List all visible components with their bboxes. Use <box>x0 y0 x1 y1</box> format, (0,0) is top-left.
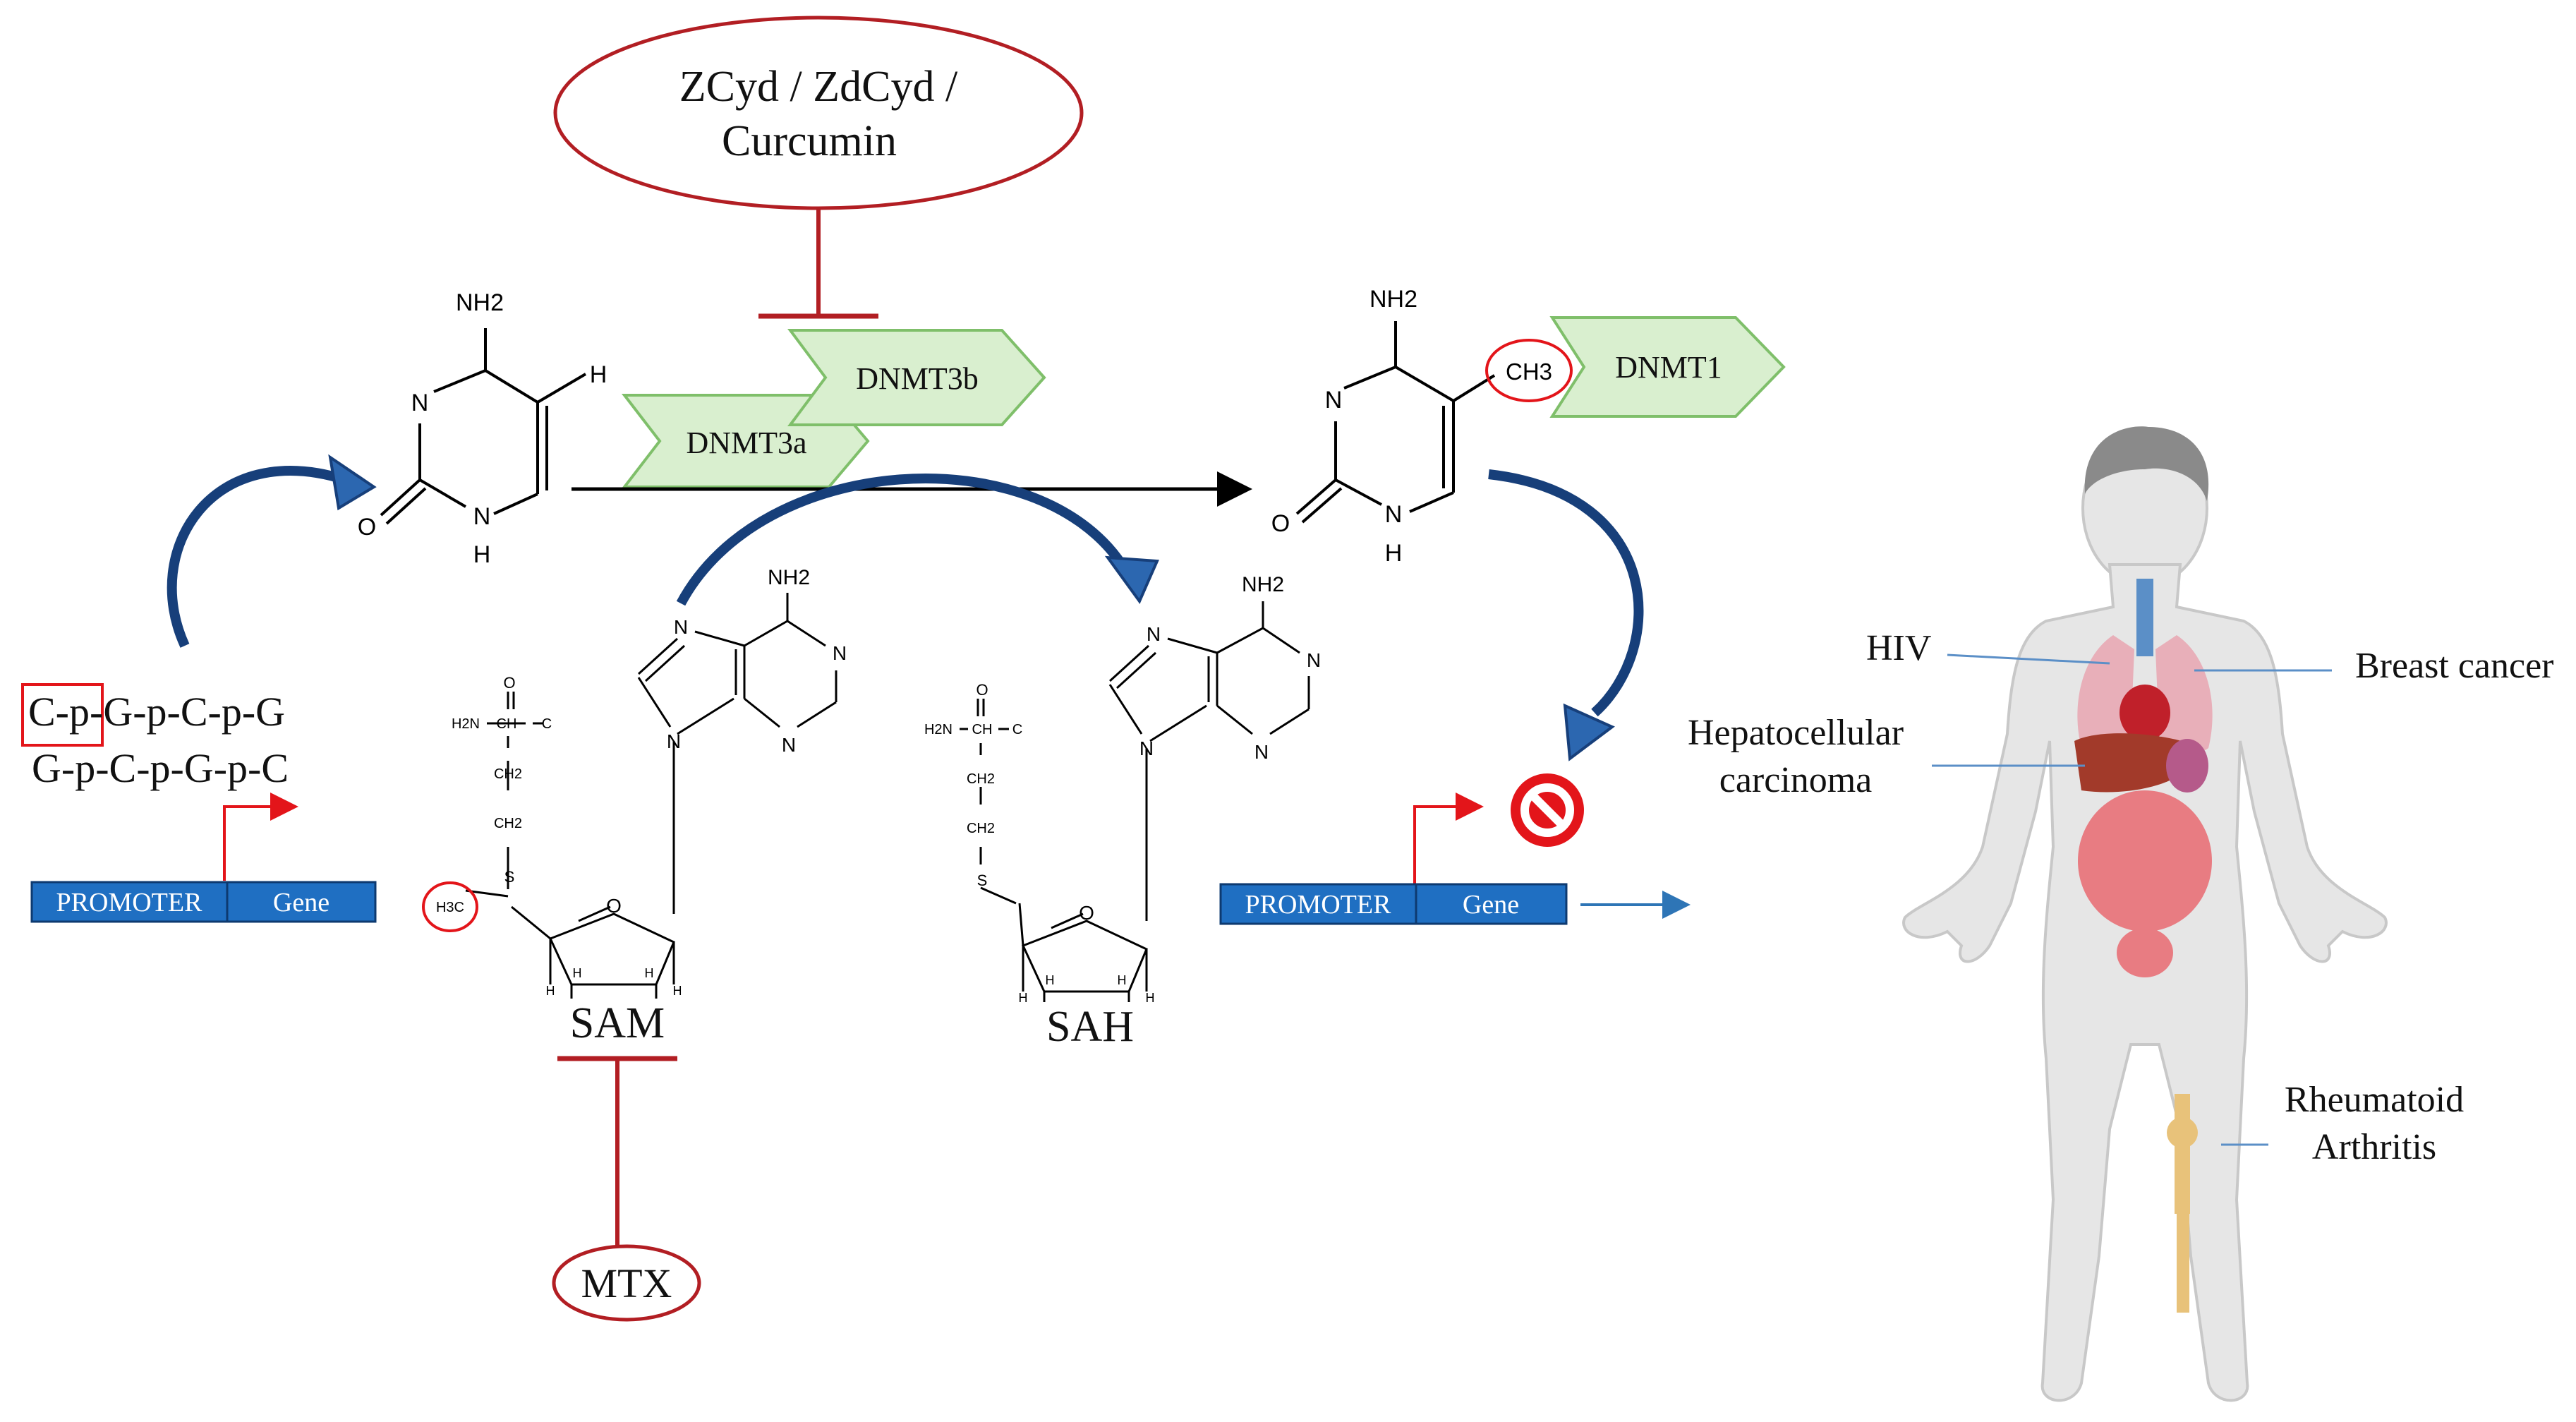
curved-arrow-sam-to-sah <box>676 474 1159 606</box>
sam-n1: N <box>833 642 847 664</box>
mcyt-n3: N <box>1325 387 1343 414</box>
curved-arrow-right <box>1488 469 1644 761</box>
dnmt1-label: DNMT1 <box>1615 350 1722 385</box>
sah-h-1: H <box>1019 991 1028 1005</box>
hiv-label: HIV <box>1866 628 1931 668</box>
h3c-highlight-circle <box>422 881 478 932</box>
dnmt3b-label: DNMT3b <box>856 361 979 396</box>
sam-ch2-b: CH2 <box>494 816 522 831</box>
methylcytosine-structure <box>1295 321 1496 524</box>
sah-nh2: NH2 <box>1242 573 1284 596</box>
sam-h2n: H2N <box>452 716 480 732</box>
mtx-ellipse <box>552 1244 701 1322</box>
top-inhibitor-ellipse <box>553 16 1084 210</box>
ra-label-line2: Arthritis <box>2312 1127 2436 1167</box>
sam-ch: CH <box>497 716 517 732</box>
sam-n3: N <box>782 734 796 756</box>
top-inhibitor-line2: Curcumin <box>722 117 897 165</box>
curved-arrow-left <box>167 454 377 648</box>
sah-n3: N <box>1254 741 1269 763</box>
hiv-leader <box>1947 653 2110 665</box>
sam-n7: N <box>674 616 688 638</box>
hcc-label-line1: Hepatocellular <box>1688 713 1904 753</box>
sam-o-ring: O <box>606 895 622 917</box>
cyt-o: O <box>358 514 376 541</box>
mcyt-n1-h: H <box>1385 540 1403 567</box>
sah-molecule: NH2 N N N N O O H2N CH C CH2 CH2 S H H H… <box>924 573 1321 1051</box>
dnmt1-chevron: DNMT1 <box>1549 316 1786 418</box>
cyt-h5: H <box>590 361 607 388</box>
top-inhibitor-line1: ZCyd / ZdCyd / <box>679 63 958 111</box>
sah-c: C <box>1012 722 1022 737</box>
sam-h-2: H <box>573 966 582 980</box>
cytosine-structure <box>380 328 587 525</box>
sam-h-3: H <box>645 966 654 980</box>
sah-h2n: H2N <box>924 722 953 737</box>
dnmt3a-label: DNMT3a <box>686 426 806 460</box>
breast-label: Breast cancer <box>2355 646 2553 686</box>
sam-h-1: H <box>546 984 555 998</box>
no-entry-icon <box>1511 773 1584 847</box>
promoter-gene-right: PROMOTER Gene <box>1219 793 1691 925</box>
cyt-n1-h: H <box>473 541 491 568</box>
mcyt-n1: N <box>1385 501 1403 528</box>
sah-ch2-a: CH2 <box>967 771 995 787</box>
top-inhibitor: ZCyd / ZdCyd / Curcumin <box>553 16 1084 319</box>
mcyt-o: O <box>1271 510 1290 537</box>
sah-n9: N <box>1139 737 1154 759</box>
methylcytosine-labels: NH2 N N H O CH3 <box>1271 286 1573 567</box>
human-body-icon <box>1902 426 2388 1402</box>
promoter-gene-left: PROMOTER Gene <box>30 793 377 923</box>
dnmt3b-chevron: DNMT3b <box>787 329 1046 426</box>
promoter-box-right <box>1219 883 1417 925</box>
mtx-inhibitor: MTX <box>552 1056 701 1322</box>
sah-h-3: H <box>1118 973 1127 987</box>
sam-c: C <box>542 716 552 732</box>
mcyt-nh2: NH2 <box>1369 286 1417 313</box>
sah-n1: N <box>1307 649 1321 671</box>
sah-h-2: H <box>1046 973 1055 987</box>
sah-ch2-b: CH2 <box>967 821 995 836</box>
promoter-label-left: PROMOTER <box>56 888 203 917</box>
cpg-sequence: C-p-G-p-C-p-G G-p-C-p-G-p-C <box>21 683 289 791</box>
promoter-label-right: PROMOTER <box>1245 890 1392 920</box>
cyt-n1: N <box>473 503 491 530</box>
cytosine-labels: NH2 N N H O H <box>358 289 607 568</box>
sah-h-4: H <box>1146 991 1155 1005</box>
sam-molecule: NH2 N N N N O O H2N CH C CH2 CH2 S H H H… <box>422 566 847 1047</box>
sah-o-top: O <box>976 681 988 699</box>
gene-label-right: Gene <box>1463 890 1519 920</box>
sam-ch2-a: CH2 <box>494 766 522 782</box>
sah-ch: CH <box>972 722 993 737</box>
mtx-label: MTX <box>581 1260 672 1306</box>
sah-label: SAH <box>1046 1003 1134 1051</box>
cyt-n3: N <box>411 390 429 416</box>
sam-o-top: O <box>503 674 515 692</box>
tss-arrow-left <box>223 793 298 881</box>
hcc-label-line2: carcinoma <box>1719 760 1873 800</box>
sam-nh2: NH2 <box>768 566 810 589</box>
sam-h-4: H <box>673 984 682 998</box>
gene-label-left: Gene <box>273 888 329 917</box>
cpg-highlight-box <box>21 683 104 747</box>
promoter-box-left <box>30 881 229 923</box>
mcyt-ch3: CH3 <box>1506 358 1552 385</box>
sah-s: S <box>977 872 988 889</box>
gene-box-right <box>1415 883 1568 925</box>
disease-labels: HIV Breast cancer Hepatocellular carcino… <box>1688 628 2554 1167</box>
ch3-highlight-circle <box>1485 339 1573 402</box>
sah-o-ring: O <box>1079 902 1094 924</box>
cpg-strand-bottom: G-p-C-p-G-p-C <box>32 745 289 791</box>
sam-n9: N <box>667 730 681 752</box>
tss-arrow-right <box>1413 793 1484 884</box>
cpg-strand-top: C-p-G-p-C-p-G <box>28 689 285 735</box>
cyt-nh2: NH2 <box>456 289 504 316</box>
gene-box-left <box>226 881 377 923</box>
sam-s: S <box>504 868 515 886</box>
sah-n7: N <box>1147 623 1161 645</box>
sam-label: SAM <box>570 999 665 1047</box>
ra-label-line1: Rheumatoid <box>2285 1080 2464 1120</box>
sam-h3c: H3C <box>436 900 464 915</box>
